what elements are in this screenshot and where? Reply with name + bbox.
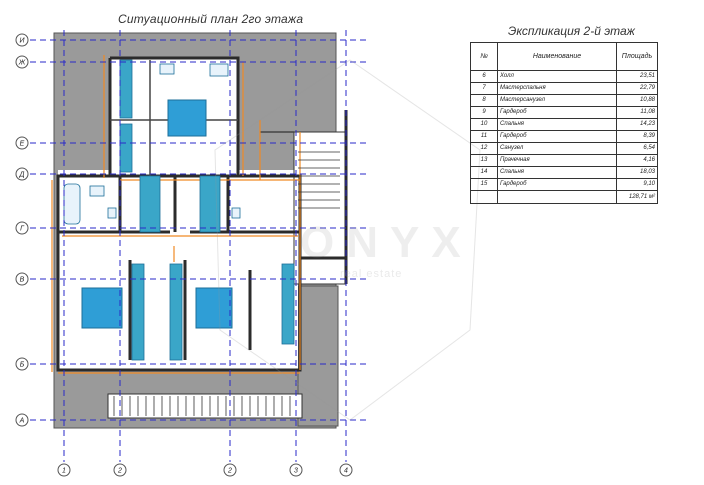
row-name: Гардероб — [497, 178, 617, 191]
row-area: 23,51 — [616, 70, 658, 83]
header-area: Площадь — [616, 42, 658, 71]
axis-label-col: 4 — [344, 468, 348, 475]
header-name: Наименование — [497, 42, 617, 71]
row-num: 14 — [470, 166, 498, 179]
axis-label-row: Ж — [18, 60, 26, 67]
row-area: 6,54 — [616, 142, 658, 155]
row-name: Мастерсанузел — [497, 94, 617, 107]
total-name-empty — [497, 190, 617, 204]
row-name: Гардероб — [497, 130, 617, 143]
explication-title: Экспликация 2-й этаж — [508, 24, 635, 38]
total-area: 128,71 м² — [616, 190, 658, 204]
axis-label-col: 1 — [62, 468, 66, 475]
row-area: 8,39 — [616, 130, 658, 143]
axis-label-row: Е — [20, 141, 25, 148]
row-num: 6 — [470, 70, 498, 83]
axis-label-row: Д — [19, 172, 25, 179]
row-name: Гардероб — [497, 106, 617, 119]
bed-bedroom-right — [195, 287, 233, 329]
row-num: 13 — [470, 154, 498, 167]
balcony-railing — [113, 396, 291, 416]
bed-bedroom-left — [81, 287, 123, 329]
watermark: ONYX — [300, 218, 473, 267]
table-header-row: № Наименование Площадь — [470, 42, 658, 71]
furniture — [81, 99, 233, 329]
dimension-lines — [51, 55, 301, 374]
row-num: 15 — [470, 178, 498, 191]
axis-label-row: Г — [20, 226, 25, 233]
row-name: Санузел — [497, 142, 617, 155]
axis-label-col: 3 — [294, 468, 298, 475]
row-name: Холл — [497, 70, 617, 83]
axis-label-row: Б — [20, 362, 25, 369]
row-area: 4,16 — [616, 154, 658, 167]
bathroom-fixtures — [63, 63, 241, 225]
axis-label-row: В — [20, 277, 25, 284]
watermark-subtext: real estate — [340, 268, 403, 280]
row-name: Спальня — [497, 166, 617, 179]
row-area: 10,88 — [616, 94, 658, 107]
plan-title: Ситуационный план 2го этажа — [118, 12, 304, 26]
stairs — [298, 151, 340, 209]
row-area: 14,23 — [616, 118, 658, 131]
row-name: Мастерспальня — [497, 82, 617, 95]
row-num: 8 — [470, 94, 498, 107]
axis-grid-vertical — [63, 30, 347, 462]
roof-area-right — [297, 285, 339, 427]
row-num: 11 — [470, 130, 498, 143]
row-area: 18,03 — [616, 166, 658, 179]
axis-label-row: И — [19, 38, 25, 45]
row-area: 11,08 — [616, 106, 658, 119]
row-name: Спальня — [497, 118, 617, 131]
axis-label-row: А — [19, 418, 25, 425]
row-area: 22,79 — [616, 82, 658, 95]
total-num-empty — [470, 190, 498, 204]
axis-row-markers: И Ж Е Д Г В Б А — [15, 33, 29, 427]
row-num: 7 — [470, 82, 498, 95]
total-row: 128,71 м² — [470, 190, 658, 204]
axis-grid-horizontal — [30, 39, 370, 421]
row-name: Прачечная — [497, 154, 617, 167]
row-num: 9 — [470, 106, 498, 119]
axis-label-col: 2 — [227, 468, 232, 475]
axis-label-col: 2 — [117, 468, 122, 475]
balcony — [107, 393, 303, 419]
row-area: 9,10 — [616, 178, 658, 191]
row-num: 10 — [470, 118, 498, 131]
bed-master — [167, 99, 207, 137]
wardrobes — [119, 59, 295, 361]
header-num: № — [470, 42, 498, 71]
row-num: 12 — [470, 142, 498, 155]
axis-col-markers: 1 2 2 3 4 — [57, 463, 353, 477]
